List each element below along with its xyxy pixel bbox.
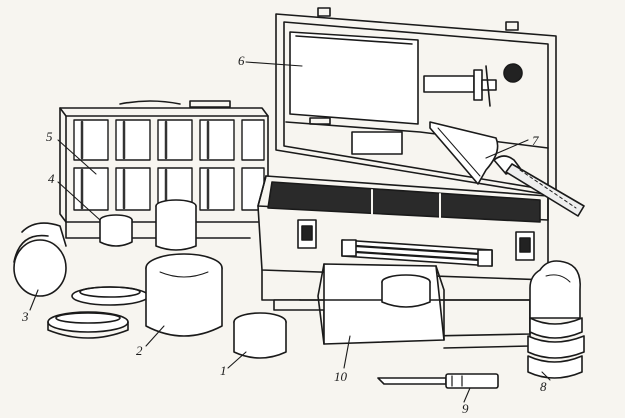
- label-10: 10: [334, 369, 347, 384]
- label-7: 7: [532, 133, 539, 148]
- tray-container: [273, 263, 531, 349]
- case-body: [257, 175, 549, 301]
- short-cylinder: [233, 312, 287, 359]
- trowel: [429, 121, 585, 217]
- knife: [377, 373, 499, 389]
- label-2: 2: [136, 343, 143, 358]
- label-8: 8: [540, 379, 547, 394]
- label-1: 1: [220, 363, 227, 378]
- label-6: 6: [238, 53, 245, 68]
- disc-stack: [13, 222, 67, 297]
- small-cylinder: [99, 214, 133, 247]
- label-4: 4: [48, 171, 55, 186]
- large-cylinder: [145, 253, 223, 337]
- label-9: 9: [462, 401, 469, 416]
- medium-cylinder: [155, 199, 197, 251]
- stacked-molds: [527, 260, 585, 379]
- flat-rings: [47, 286, 149, 339]
- label-3: 3: [22, 309, 29, 324]
- label-5: 5: [46, 129, 53, 144]
- leader-lines: [29, 61, 551, 403]
